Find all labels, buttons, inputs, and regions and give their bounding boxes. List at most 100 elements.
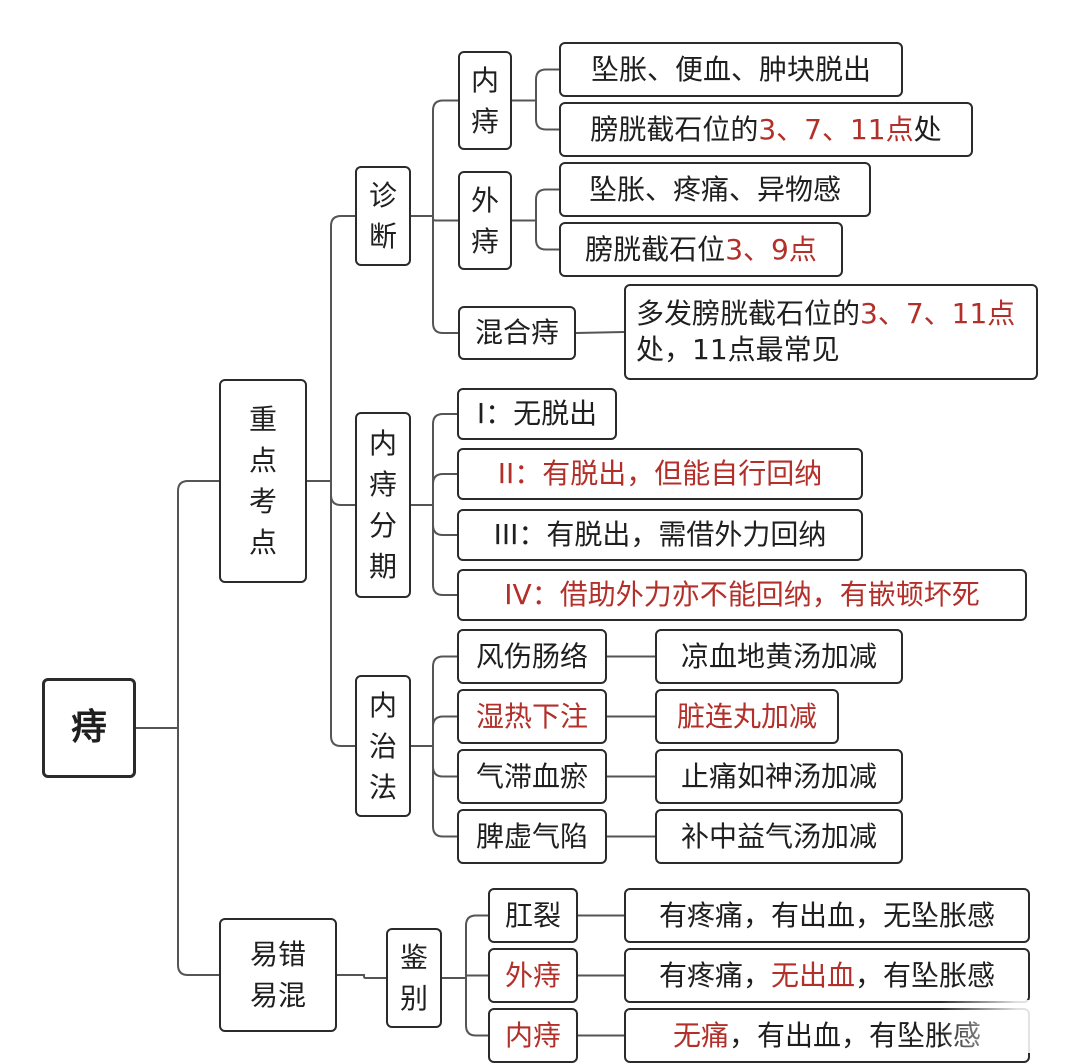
node-stage-char: 内 — [368, 427, 397, 460]
node-hun1: 多发膀胱截石位的3、7、11点处，11点最常见 — [624, 284, 1038, 380]
node-text: 脾虚气陷 — [475, 819, 588, 853]
node-wai2: 膀胱截石位3、9点 — [559, 222, 843, 277]
node-r3-text: 止痛如神汤加减 — [681, 759, 877, 795]
node-wai1-text: 坠胀、疼痛、异物感 — [589, 172, 841, 208]
node-wai2-text: 膀胱截石位3、9点 — [585, 232, 817, 268]
node-nei2: 膀胱截石位的3、7、11点处 — [559, 102, 973, 157]
node-text: III：有脱出，需借外力回纳 — [493, 518, 827, 551]
highlight-text: IV：借助外力亦不能回纳，有嵌顿坏死 — [504, 578, 980, 611]
node-text: 有疼痛， — [658, 958, 771, 992]
node-r1: 凉血地黄汤加减 — [655, 629, 903, 684]
node-wai-char: 外 — [470, 183, 499, 217]
node-easy-line: 易混 — [249, 979, 306, 1012]
node-text: 补中益气汤加减 — [680, 819, 877, 853]
node-treat-char: 内 — [368, 688, 397, 722]
edge-key-treat — [307, 480, 355, 747]
highlight-text: 脏连丸加减 — [676, 699, 817, 733]
edge-root-easy — [136, 727, 219, 976]
highlight-text: 3、7、11点 — [860, 297, 1016, 330]
node-nei1-text: 坠胀、便血、肿块脱出 — [591, 52, 871, 88]
node-root-text: 痔 — [70, 707, 107, 748]
node-text: 处 — [913, 112, 942, 146]
node-s3: III：有脱出，需借外力回纳 — [457, 509, 863, 561]
node-t1: 风伤肠络 — [457, 629, 607, 684]
edge-jian-d2 — [442, 974, 488, 979]
node-jian-char: 别 — [399, 982, 428, 1015]
edge-stage-s4 — [411, 504, 457, 596]
image-watermark-fade — [940, 1000, 1080, 1053]
node-hun: 混合痔 — [458, 306, 576, 360]
node-text: 坠胀、便血、肿块脱出 — [590, 52, 871, 86]
node-r2: 脏连丸加减 — [655, 689, 839, 744]
edge-nei-nei2 — [512, 99, 559, 131]
node-e2: 有疼痛，无出血，有坠胀感 — [624, 948, 1030, 1003]
node-stage-char: 期 — [368, 550, 397, 583]
node-text: 止痛如神汤加减 — [680, 759, 877, 793]
node-nei-char: 内 — [470, 63, 499, 97]
node-d3: 内痔 — [488, 1008, 578, 1063]
node-r1-text: 凉血地黄汤加减 — [681, 639, 877, 675]
node-text: 肛裂 — [504, 898, 561, 932]
node-wai: 外痔 — [458, 171, 512, 270]
edge-jian-d1 — [442, 914, 488, 979]
edge-nei-nei1 — [512, 68, 559, 102]
node-d1: 肛裂 — [488, 888, 578, 943]
node-text: 风伤肠络 — [475, 639, 588, 673]
highlight-text: II：有脱出，但能自行回纳 — [497, 457, 823, 490]
node-e1-text: 有疼痛，有出血，无坠胀感 — [659, 898, 995, 934]
node-t4: 脾虚气陷 — [457, 809, 607, 864]
edge-treat-t1 — [411, 655, 457, 747]
node-r4-text: 补中益气汤加减 — [681, 819, 877, 855]
node-text: 处，11点最常见 — [636, 333, 840, 366]
node-key: 重点考点 — [219, 379, 307, 583]
edge-treat-t2 — [411, 715, 457, 747]
highlight-text: 内痔 — [504, 1018, 561, 1052]
edge-root-key — [136, 480, 219, 729]
node-e1: 有疼痛，有出血，无坠胀感 — [624, 888, 1030, 943]
edge-stage-s2 — [411, 473, 457, 506]
node-stage-char: 分 — [368, 509, 397, 542]
node-text: 凉血地黄汤加减 — [680, 639, 877, 673]
node-text: 膀胱截石位的 — [590, 112, 759, 146]
node-diag: 诊断 — [355, 166, 411, 266]
node-treat-char: 法 — [368, 770, 397, 804]
edge-diag-hun — [411, 215, 458, 334]
edge-hun-hun1 — [575, 331, 625, 334]
node-hun-text: 混合痔 — [474, 316, 559, 349]
node-jian-char: 鉴 — [399, 941, 428, 974]
node-s4: IV：借助外力亦不能回纳，有嵌顿坏死 — [457, 569, 1027, 621]
node-d1-text: 肛裂 — [505, 898, 561, 934]
node-s3-text: III：有脱出，需借外力回纳 — [494, 517, 827, 553]
node-text: 膀胱截石位 — [585, 232, 726, 266]
node-text: 气滞血瘀 — [475, 759, 588, 793]
node-t3: 气滞血瘀 — [457, 749, 607, 804]
highlight-text: 无出血 — [770, 958, 855, 992]
edge-jian-d3 — [442, 977, 488, 1037]
node-s4-text: IV：借助外力亦不能回纳，有嵌顿坏死 — [504, 577, 979, 613]
node-root: 痔 — [42, 678, 136, 778]
node-r3: 止痛如神汤加减 — [655, 749, 903, 804]
node-key-char: 点 — [248, 526, 277, 559]
node-key-char: 重 — [248, 403, 277, 436]
edge-wai-wai1 — [512, 188, 559, 222]
edge-treat-t4 — [411, 745, 457, 838]
node-d2-text: 外痔 — [505, 958, 561, 994]
node-easy-line: 易错 — [249, 938, 306, 971]
node-key-char: 点 — [248, 444, 277, 477]
node-s2: II：有脱出，但能自行回纳 — [457, 448, 863, 500]
node-wai1: 坠胀、疼痛、异物感 — [559, 162, 871, 217]
node-t2: 湿热下注 — [457, 689, 607, 744]
node-e3-text: 无痛，有出血，有坠胀感 — [673, 1018, 981, 1054]
node-text: ，有出血，有坠胀感 — [729, 1018, 982, 1052]
node-nei: 内痔 — [458, 51, 512, 150]
node-s1: I：无脱出 — [457, 388, 617, 440]
node-wai-char: 痔 — [470, 224, 499, 258]
node-key-char: 考 — [248, 485, 277, 518]
node-stage-char: 痔 — [368, 468, 397, 501]
highlight-text: 3、7、11点 — [758, 112, 914, 146]
node-easy: 易错易混 — [219, 918, 337, 1032]
node-d3-text: 内痔 — [505, 1018, 561, 1054]
node-t4-text: 脾虚气陷 — [476, 819, 588, 855]
highlight-text: 3、9点 — [725, 232, 817, 266]
